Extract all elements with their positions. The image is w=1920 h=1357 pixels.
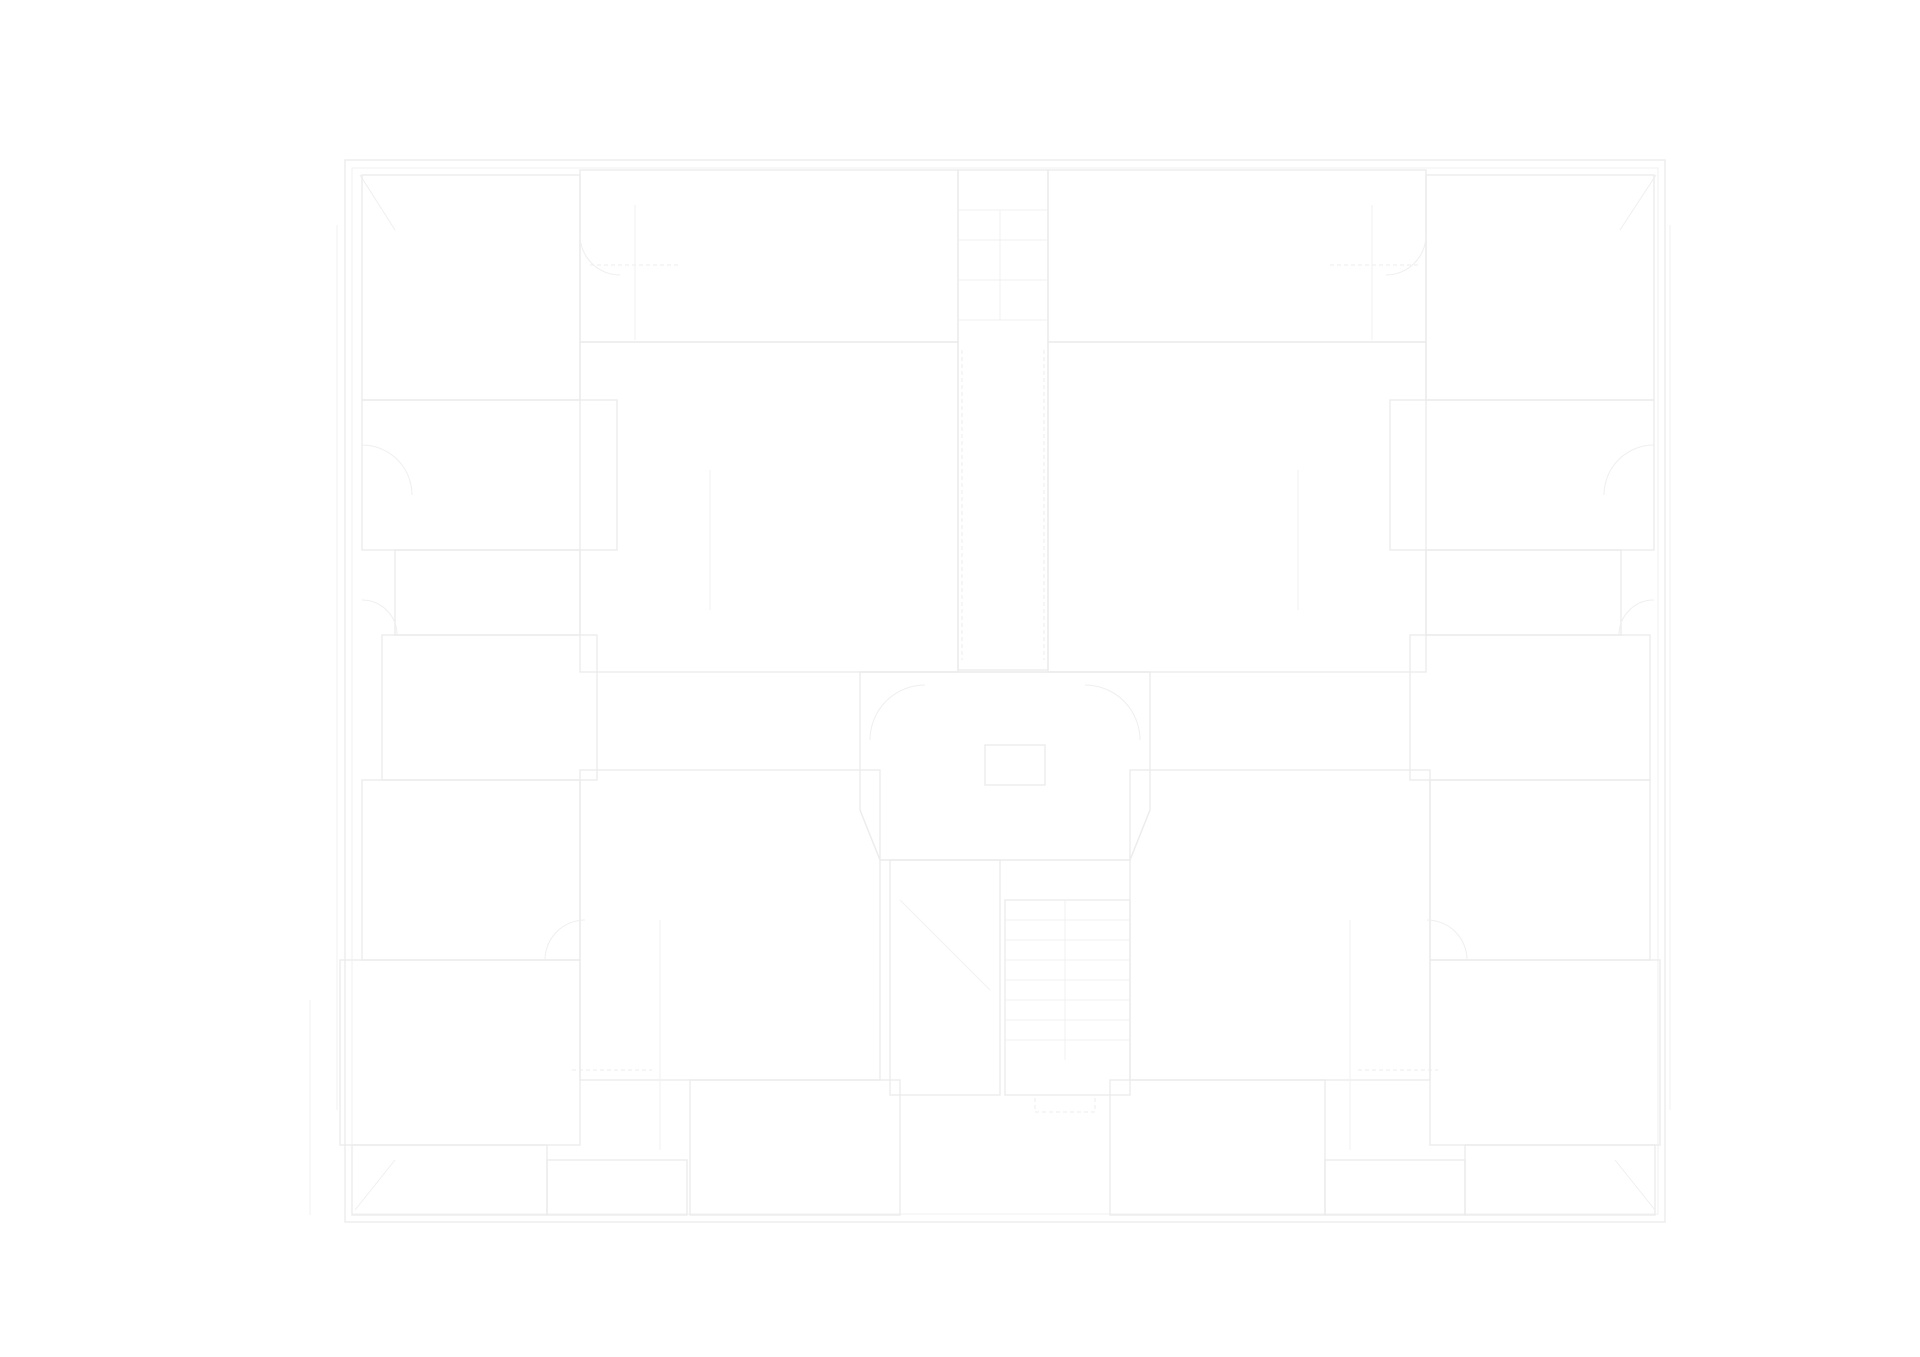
unit-upper-left [359, 169, 959, 781]
central-core [859, 671, 1151, 1113]
central-shaft [957, 169, 1049, 671]
unit-lower-right [1109, 769, 1661, 1216]
outer-wall-inner [351, 167, 1659, 1215]
unit-upper-right [1047, 169, 1657, 781]
side-projections [309, 225, 1671, 1215]
outer-wall [344, 159, 1666, 1223]
unit-lower-left [339, 769, 901, 1216]
